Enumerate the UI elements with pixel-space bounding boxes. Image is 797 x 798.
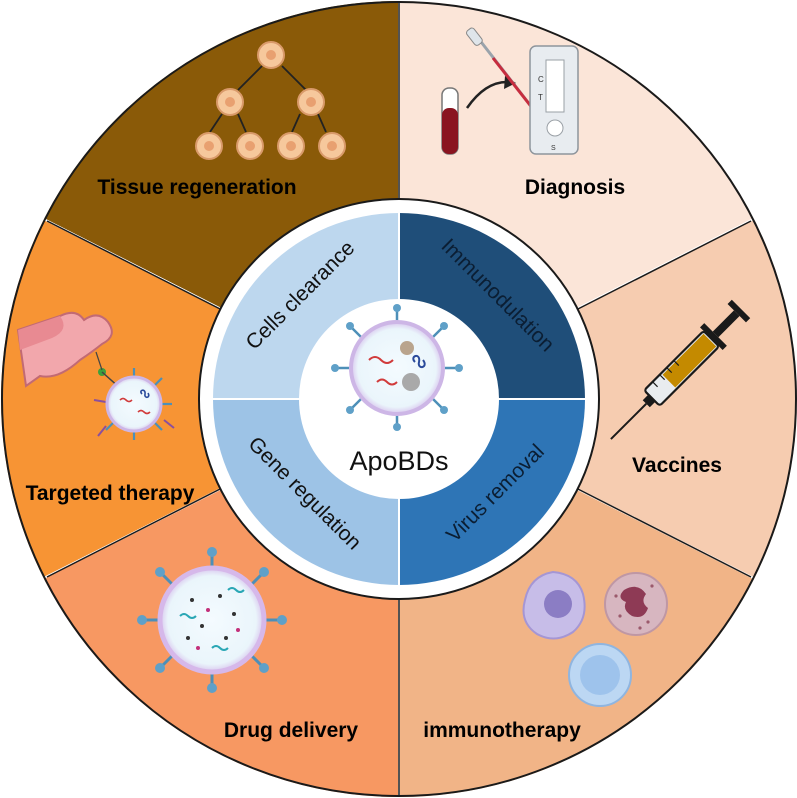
- sample-mark: S: [551, 145, 556, 152]
- cell-division-icon: [195, 41, 346, 160]
- apoptotic-body-icon: [331, 304, 463, 431]
- targeted-delivery-icon: [16, 311, 175, 440]
- label-tissue-regeneration: Tissue regeneration: [97, 176, 296, 199]
- label-targeted-therapy: Targeted therapy: [26, 482, 195, 505]
- label-diagnosis: Diagnosis: [525, 176, 625, 199]
- syringe-icon: [610, 299, 751, 440]
- label-drug-delivery: Drug delivery: [224, 719, 359, 742]
- center-label: ApoBDs: [349, 446, 448, 476]
- drug-vesicle-icon: [137, 547, 287, 693]
- segment-dividers: [46, 2, 752, 796]
- immune-cells-icon: [522, 570, 668, 707]
- control-mark: C: [538, 75, 544, 84]
- test-mark: T: [538, 93, 543, 102]
- label-vaccines: Vaccines: [632, 454, 722, 477]
- label-immunotherapy: immunotherapy: [423, 719, 581, 742]
- blood-test-icon: C T S: [441, 27, 579, 155]
